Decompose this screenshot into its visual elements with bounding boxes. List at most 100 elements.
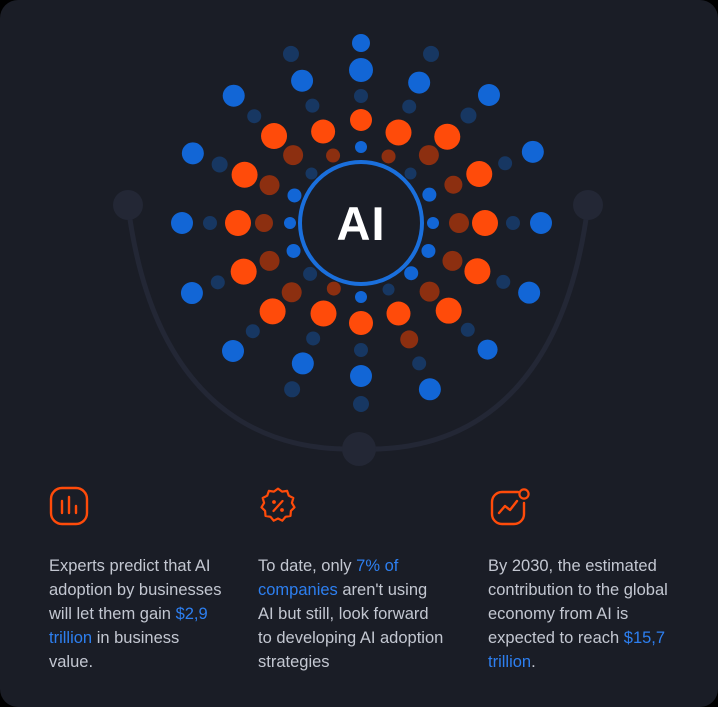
burst-dot <box>460 107 477 124</box>
stat-card-2: To date, only 7% of companies aren't usi… <box>239 486 478 686</box>
arc-node-bottom <box>342 432 376 466</box>
burst-dot <box>427 217 439 229</box>
burst-dot <box>287 188 302 203</box>
burst-dot <box>381 149 396 164</box>
percent-badge-icon <box>258 486 478 532</box>
burst-dot <box>477 339 498 360</box>
burst-dot <box>231 161 258 188</box>
burst-dot-group <box>171 34 552 412</box>
stat-text-1: Experts predict that AI adoption by busi… <box>49 557 222 671</box>
burst-dot <box>245 324 260 339</box>
stat-card-1: Experts predict that AI adoption by busi… <box>0 486 239 686</box>
arc-node-left <box>113 190 143 220</box>
arc-connector <box>113 190 603 466</box>
bar-chart-icon <box>49 486 239 532</box>
burst-dot <box>222 339 245 362</box>
burst-dot <box>326 148 341 163</box>
burst-dot <box>506 216 520 230</box>
burst-dot <box>418 145 439 166</box>
burst-dot <box>402 99 417 114</box>
stat-card-3: By 2030, the estimated contribution to t… <box>478 486 717 686</box>
burst-dot <box>460 322 475 337</box>
burst-dot <box>449 213 469 233</box>
burst-dot <box>386 301 411 326</box>
burst-dot <box>400 330 419 349</box>
burst-dot <box>181 142 204 165</box>
burst-dot <box>203 216 217 230</box>
burst-dot <box>442 250 463 271</box>
burst-dot <box>419 281 440 302</box>
burst-dot <box>477 84 500 107</box>
burst-dot <box>434 123 461 150</box>
burst-dot <box>286 243 301 258</box>
burst-dot <box>180 282 203 305</box>
burst-dot <box>171 212 193 234</box>
burst-dot <box>291 69 314 92</box>
burst-dot <box>283 145 304 166</box>
arc-node-right <box>573 190 603 220</box>
burst-dot <box>247 109 262 124</box>
burst-dot <box>305 167 318 180</box>
burst-dot <box>435 297 462 324</box>
burst-dot <box>472 210 498 236</box>
burst-dot <box>306 331 321 346</box>
burst-dot <box>259 298 286 325</box>
stat-text-3: By 2030, the estimated contribution to t… <box>488 557 668 671</box>
burst-dot <box>259 175 280 196</box>
burst-dot <box>382 283 395 296</box>
burst-dot <box>385 119 412 146</box>
burst-dot <box>423 45 440 62</box>
burst-dot <box>466 161 493 188</box>
burst-dot <box>282 45 299 62</box>
burst-dot <box>421 243 436 258</box>
burst-dot <box>464 258 491 285</box>
burst-dot <box>326 281 341 296</box>
burst-dot <box>350 109 372 131</box>
highlight-figure: $2,9 trillion <box>49 605 208 647</box>
stat-text-2: To date, only 7% of companies aren't usi… <box>258 557 444 671</box>
burst-dot <box>404 266 419 281</box>
burst-dot <box>349 58 373 82</box>
burst-dot <box>211 156 228 173</box>
burst-dot <box>422 187 437 202</box>
highlight-figure: 7% of companies <box>258 557 399 599</box>
burst-dot <box>261 123 288 150</box>
burst-dot <box>284 217 296 229</box>
burst-dot <box>230 258 257 285</box>
burst-dot <box>355 141 367 153</box>
burst-dot <box>255 214 273 232</box>
burst-dot <box>412 356 427 371</box>
radial-burst-graphic <box>113 34 603 466</box>
burst-dot <box>303 266 318 281</box>
burst-dot <box>281 282 302 303</box>
burst-dot <box>355 291 367 303</box>
burst-dot <box>518 281 541 304</box>
stats-row: Experts predict that AI adoption by busi… <box>0 486 718 686</box>
line-chart-icon <box>488 486 717 532</box>
burst-dot <box>418 378 441 401</box>
burst-dot <box>310 300 337 327</box>
burst-dot <box>352 34 370 52</box>
burst-dot <box>259 250 280 271</box>
hero-visual: AI <box>113 34 603 466</box>
burst-dot <box>404 167 417 180</box>
burst-dot <box>305 98 320 113</box>
burst-dot <box>521 140 544 163</box>
burst-dot <box>354 89 368 103</box>
burst-dot <box>496 274 511 289</box>
burst-dot <box>354 343 368 357</box>
burst-dot <box>408 71 431 94</box>
burst-dot <box>284 381 301 398</box>
burst-dot <box>530 212 552 234</box>
burst-dot <box>444 175 463 194</box>
burst-dot <box>222 84 245 107</box>
ai-center-ring <box>298 160 424 286</box>
burst-dot <box>311 119 336 144</box>
burst-dot <box>210 275 225 290</box>
burst-dot <box>498 156 513 171</box>
highlight-figure: $15,7 trillion <box>488 629 666 671</box>
burst-dot <box>349 311 373 335</box>
burst-dot <box>353 396 369 412</box>
burst-dot <box>291 352 314 375</box>
